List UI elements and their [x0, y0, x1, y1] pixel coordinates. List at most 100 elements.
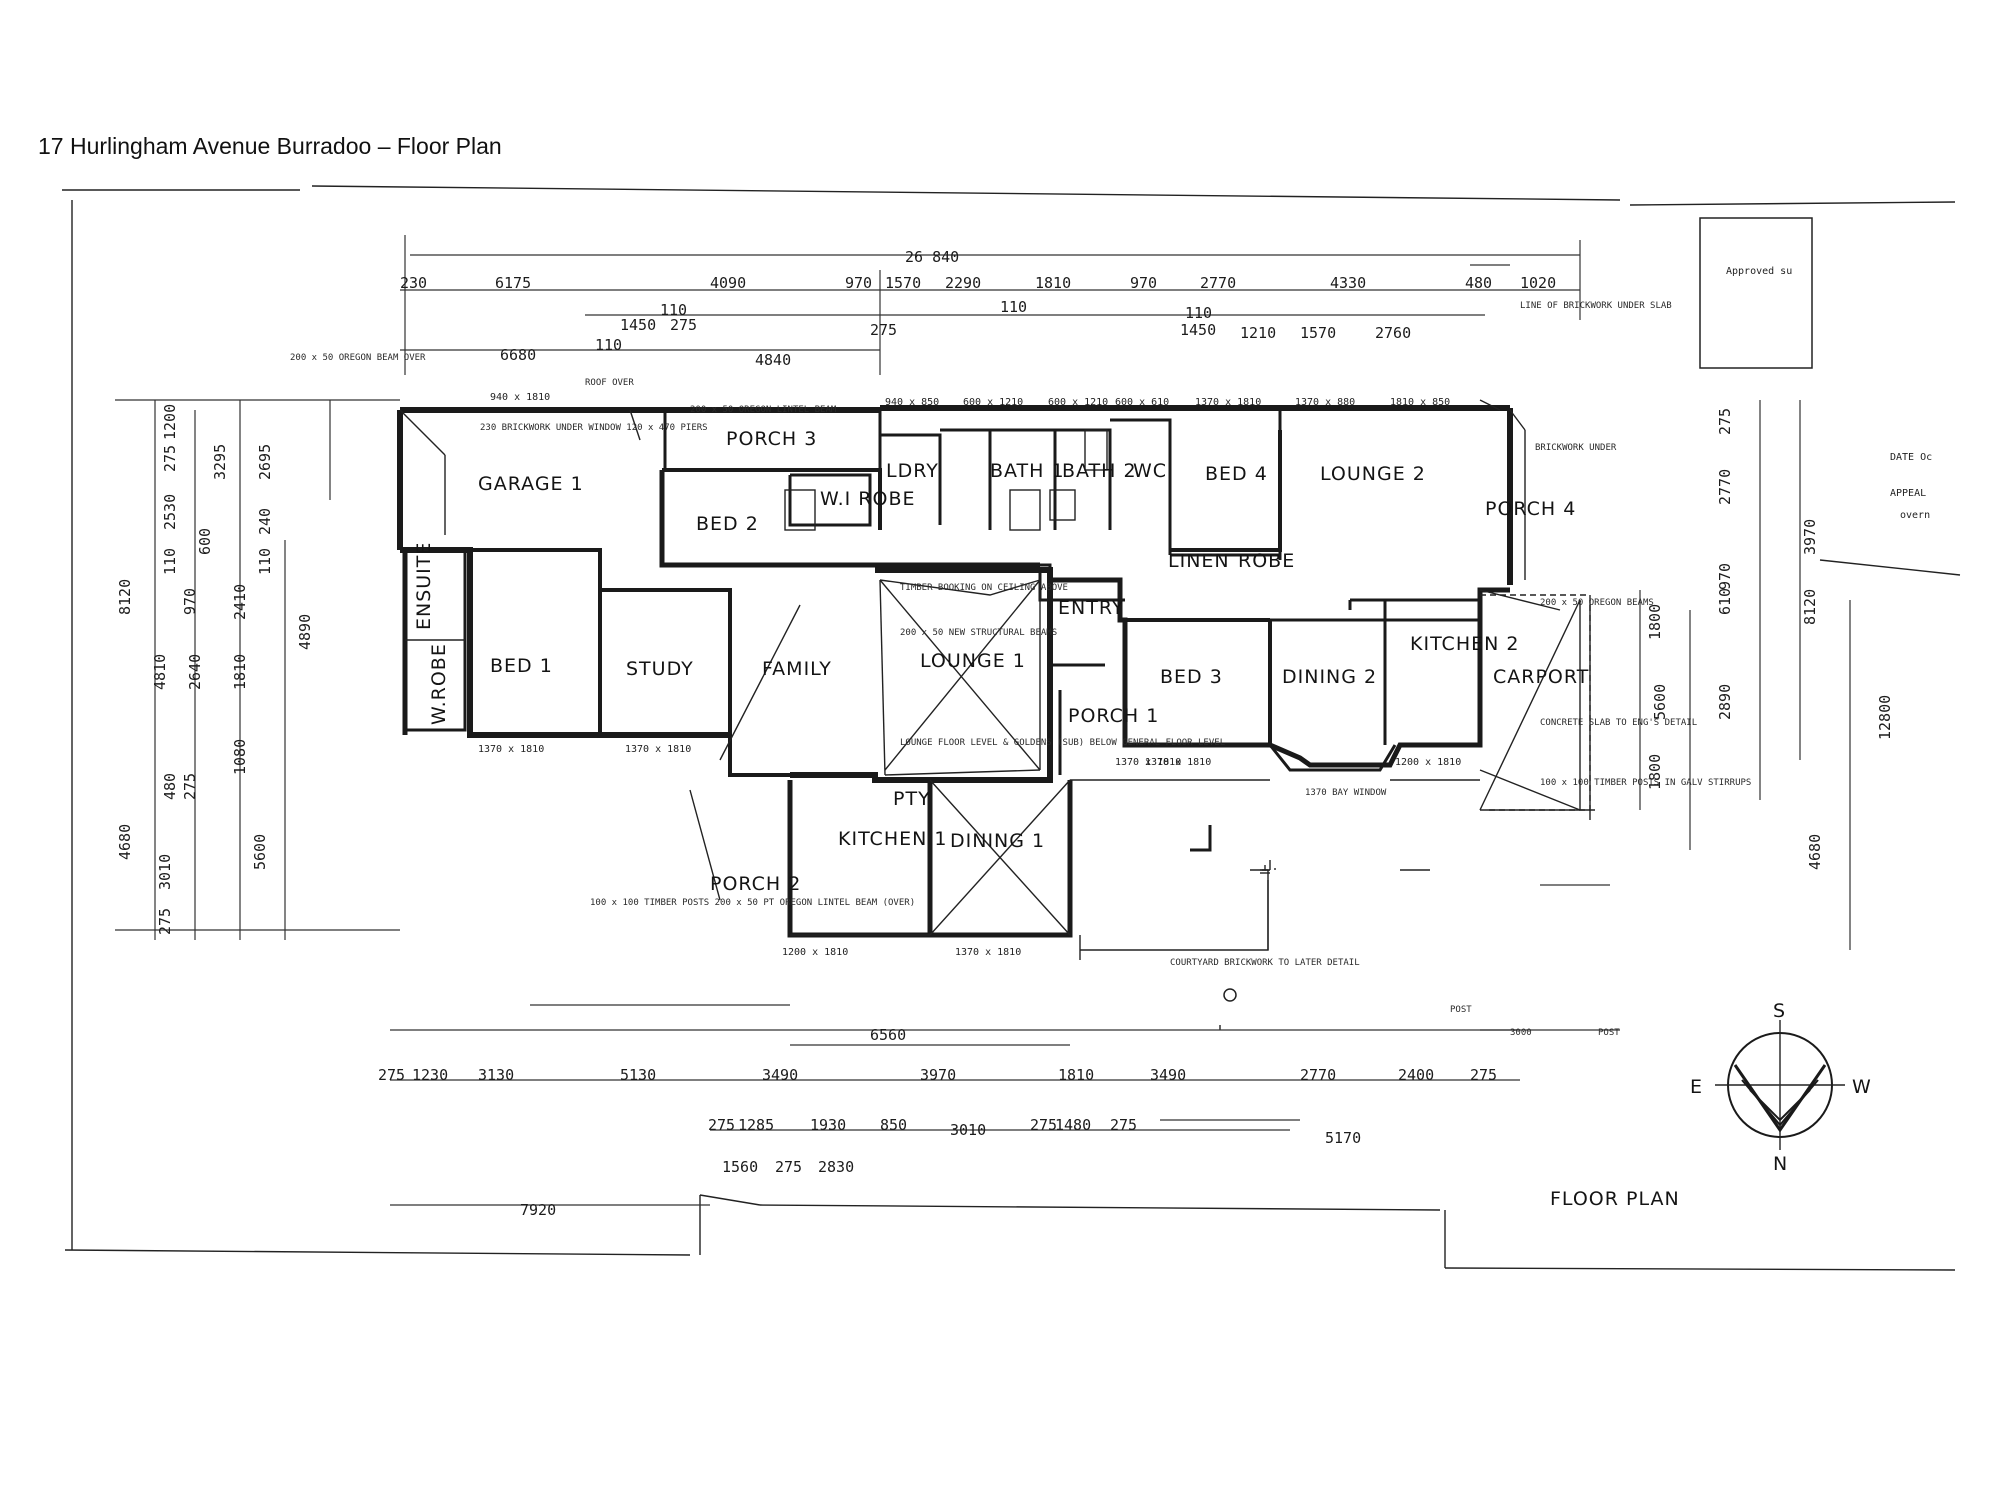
dimension-left-col1: 4810: [151, 654, 169, 690]
dimension-bottom-row3: 1930: [810, 1116, 846, 1134]
note-roof-over: ROOF OVER: [585, 378, 634, 388]
dimension-bottom-row2: 1810: [1058, 1066, 1094, 1084]
room-porch-2: PORCH 2: [710, 873, 801, 895]
dimension-bottom-row2: 275: [1470, 1066, 1497, 1084]
dimension-bottom-row2: 2400: [1398, 1066, 1434, 1084]
courtyard-outline: [1070, 779, 1480, 1030]
dimension-bottom-row2: 1230: [412, 1066, 448, 1084]
window-size-label: 600 x 1210: [1048, 397, 1108, 408]
dimension-top-row1: 480: [1465, 274, 1492, 292]
room-entry: ENTRY: [1058, 597, 1124, 619]
dimension-bottom-row2: 3970: [920, 1066, 956, 1084]
room-study: STUDY: [626, 658, 694, 680]
compass-east: E: [1690, 1076, 1703, 1098]
room-dining-1: DINING 1: [950, 830, 1045, 852]
window-size-label: 1200 x 1810: [782, 947, 848, 958]
note-lounge-floor: LOUNGE FLOOR LEVEL & GOLDENS (SUB) BELOW…: [900, 738, 1225, 748]
annotation-notes: 200 x 50 OREGON BEAM OVER ROOF OVER 230 …: [290, 301, 1751, 1038]
room-labels: GARAGE 1 PORCH 3 BED 2 W.I ROBE LDRY BAT…: [413, 428, 1588, 895]
dimension-left-col3: 1810: [231, 654, 249, 690]
window-size-label: 940 x 850: [885, 397, 939, 408]
stamp-approved: Approved su: [1726, 266, 1792, 277]
dimension-top-row1: 1810: [1035, 274, 1071, 292]
dimension-right-col1: 4680: [1806, 834, 1824, 870]
dimension-right-col1: 275: [1716, 408, 1734, 435]
note-timber-lounge: TIMBER BOOKING ON CEILING ABOVE: [900, 583, 1068, 593]
room-bed-1: BED 1: [490, 655, 553, 677]
dimension-bottom-row3: 1285: [738, 1116, 774, 1134]
room-laundry: LDRY: [886, 460, 939, 482]
dimension-bottom-row3: 850: [880, 1116, 907, 1134]
note-concrete-slab: CONCRETE SLAB TO ENG'S DETAIL: [1540, 718, 1697, 728]
room-bath-1: BATH 1: [990, 460, 1065, 482]
property-lines: [62, 185, 1956, 1271]
document-title: 17 Hurlingham Avenue Burradoo – Floor Pl…: [38, 133, 502, 159]
compass-north: N: [1773, 1153, 1788, 1175]
dimension-left-col4: 4890: [296, 614, 314, 650]
dimension-bottom-row4: 2830: [818, 1158, 854, 1176]
dimension-top-row1: 1570: [885, 274, 921, 292]
dimension-top-row2: 110: [1185, 304, 1212, 322]
compass-rose: S N E W: [1690, 1000, 1872, 1175]
room-bed-4: BED 4: [1205, 463, 1268, 485]
dimension-bottom-row1: 6560: [870, 1026, 906, 1044]
dimension-top-row1: 230: [400, 274, 427, 292]
dimension-bottom-row2: 3490: [1150, 1066, 1186, 1084]
approval-stamp: Approved su DATE Oc APPEAL overn: [1699, 217, 1961, 576]
dimension-bottom-row2: 3130: [478, 1066, 514, 1084]
dimension-left-col1: 3010: [156, 854, 174, 890]
dimension-left-col4: 240: [256, 508, 274, 535]
room-porch-1: PORCH 1: [1068, 705, 1159, 727]
dimension-right-col2: 12800: [1876, 695, 1894, 740]
compass-west: W: [1852, 1076, 1872, 1098]
dimension-top-row2: 110: [660, 301, 687, 319]
dimension-right-col1: 610: [1716, 588, 1734, 615]
internal-walls: [403, 410, 1482, 735]
room-lounge-1: LOUNGE 1: [920, 650, 1026, 672]
dimension-top-row1: 2290: [945, 274, 981, 292]
dimension-bottom-row3: 5170: [1325, 1129, 1361, 1147]
room-wc: WC: [1133, 460, 1167, 482]
room-robe: ROBE: [1238, 550, 1295, 572]
dimension-top-row2: 1210: [1240, 324, 1276, 342]
dimension-left-col3: 3295: [211, 444, 229, 480]
room-wi-robe: W.I ROBE: [820, 488, 916, 510]
room-porch-3: PORCH 3: [726, 428, 817, 450]
dimension-top-row3: 6680: [500, 346, 536, 364]
dimension-right-col2: 1800: [1646, 754, 1664, 790]
dimension-right-col1: 2770: [1716, 469, 1734, 505]
dimension-bottom-row3: 275: [1110, 1116, 1137, 1134]
window-size-label: 1370 x 1810: [478, 744, 544, 755]
window-size-label: 1370 x 1810: [625, 744, 691, 755]
dimension-right-col1: 2890: [1716, 684, 1734, 720]
dimension-left-col3: 5600: [251, 834, 269, 870]
window-size-label: 600 x 610: [1115, 397, 1169, 408]
dimension-top-row1: 970: [1130, 274, 1157, 292]
room-ensuite: ENSUITE: [413, 542, 435, 630]
dimension-top-row2: 275: [870, 321, 897, 339]
dimension-top-row1: 970: [845, 274, 872, 292]
dimension-right-col2: 3970: [1801, 519, 1819, 555]
dimension-left-col3: 2410: [231, 584, 249, 620]
note-porch-posts: 100 x 100 TIMBER POSTS 200 x 50 PT OREGO…: [590, 898, 915, 908]
dimension-top-row1: 2770: [1200, 274, 1236, 292]
dimension-top-row3: 4840: [755, 351, 791, 369]
dimension-left-col2: 970: [181, 588, 199, 615]
room-family: FAMILY: [762, 658, 832, 680]
note-beam-lounge: 200 x 50 NEW STRUCTURAL BEAMS: [900, 628, 1057, 638]
dimension-top-row2: 1570: [1300, 324, 1336, 342]
dimension-right-col1: 970: [1716, 563, 1734, 590]
dimension-left-col3: 1080: [231, 739, 249, 775]
note-timber-posts: 100 x 100 TIMBER POSTS IN GALV STIRRUPS: [1540, 778, 1751, 788]
room-kitchen-2: KITCHEN 2: [1410, 633, 1519, 655]
dimension-top-row2: 110: [1000, 298, 1027, 316]
dimension-bottom-row3: 275: [1030, 1116, 1057, 1134]
note-brickwork-under: BRICKWORK UNDER: [1535, 443, 1617, 453]
dimension-right-col2: 5600: [1651, 684, 1669, 720]
window-size-label: 1370 x 880: [1295, 397, 1355, 408]
dimension-bottom-row2: 5130: [620, 1066, 656, 1084]
dimension-left-col1: 275: [156, 908, 174, 935]
dimension-left-col2: 275: [161, 445, 179, 472]
window-size-label: 1370 x 1810: [1115, 757, 1181, 768]
